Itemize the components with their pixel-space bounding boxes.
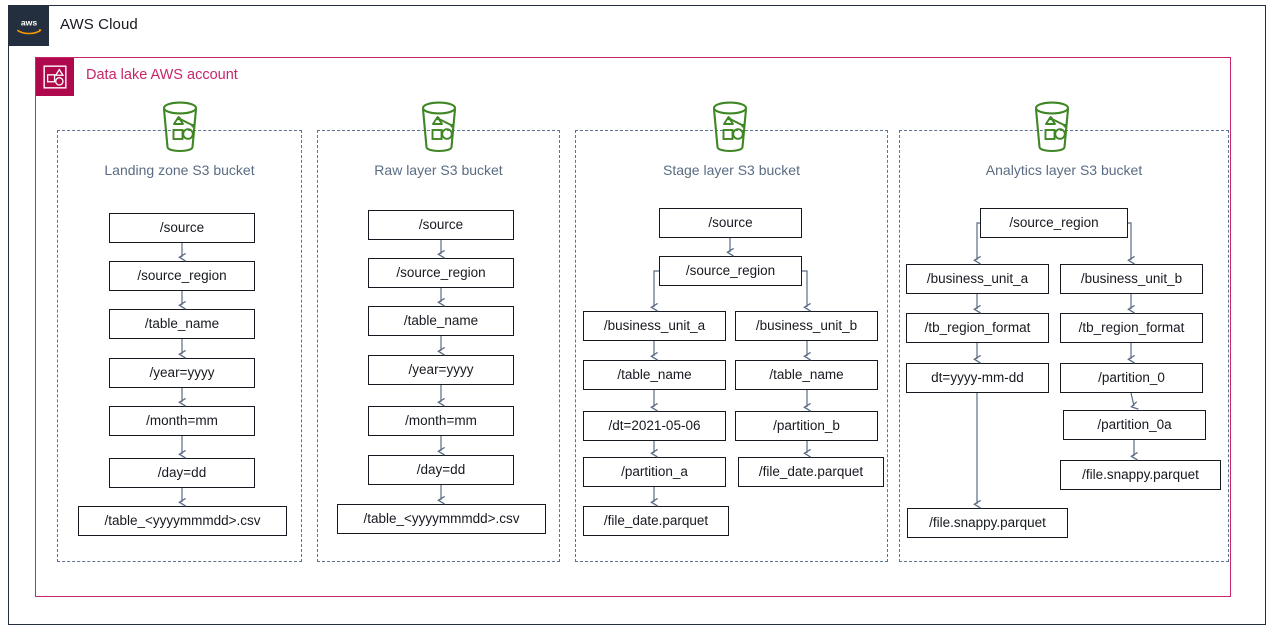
bucket-group-analytics-layer <box>899 130 1229 562</box>
node-lz-source-region: /source_region <box>109 261 255 291</box>
node-lz-year: /year=yyyy <box>109 358 255 388</box>
node-al-a-dt: dt=yyyy-mm-dd <box>906 363 1049 393</box>
bucket-group-landing-zone <box>57 130 302 562</box>
node-sl-b-table-name: /table_name <box>735 360 878 390</box>
node-al-a-tb-region-format: /tb_region_format <box>906 313 1049 343</box>
node-sl-a-file: /file_date.parquet <box>583 506 729 536</box>
node-al-b-tb-region-format: /tb_region_format <box>1060 313 1203 343</box>
s3-bucket-icon <box>1022 97 1082 153</box>
node-sl-source: /source <box>659 208 802 238</box>
data-lake-account-title: Data lake AWS account <box>86 67 238 83</box>
bucket-label-stage-layer: Stage layer S3 bucket <box>663 162 800 178</box>
node-sl-business-unit-b: /business_unit_b <box>735 311 878 341</box>
node-sl-source-region: /source_region <box>659 256 802 286</box>
s3-bucket-icon <box>700 97 760 153</box>
bucket-label-raw-layer: Raw layer S3 bucket <box>374 162 503 178</box>
node-lz-day: /day=dd <box>109 458 255 488</box>
node-rl-month: /month=mm <box>368 406 514 436</box>
node-sl-b-partition: /partition_b <box>735 411 878 441</box>
node-lz-file: /table_<yyyymmmdd>.csv <box>78 506 287 536</box>
node-rl-source-region: /source_region <box>368 258 514 288</box>
node-al-business-unit-b: /business_unit_b <box>1060 264 1203 294</box>
node-rl-file: /table_<yyyymmmdd>.csv <box>337 504 546 534</box>
node-sl-business-unit-a: /business_unit_a <box>583 311 726 341</box>
s3-bucket-icon <box>150 97 210 153</box>
node-al-business-unit-a: /business_unit_a <box>906 264 1049 294</box>
node-rl-table-name: /table_name <box>368 306 514 336</box>
node-lz-month: /month=mm <box>109 406 255 436</box>
s3-bucket-icon <box>409 97 469 153</box>
bucket-group-stage-layer <box>575 130 888 562</box>
node-lz-source: /source <box>109 213 255 243</box>
bucket-group-raw-layer <box>317 130 560 562</box>
node-al-a-file: /file.snappy.parquet <box>907 508 1068 538</box>
bucket-label-landing-zone: Landing zone S3 bucket <box>104 162 255 178</box>
node-sl-a-table-name: /table_name <box>583 360 726 390</box>
node-al-source-region: /source_region <box>980 208 1128 238</box>
node-rl-source: /source <box>368 210 514 240</box>
node-sl-a-partition: /partition_a <box>583 457 726 487</box>
aws-account-icon <box>36 58 74 96</box>
node-lz-table-name: /table_name <box>109 309 255 339</box>
svg-text:aws: aws <box>21 17 37 27</box>
node-rl-year: /year=yyyy <box>368 355 514 385</box>
bucket-label-analytics-layer: Analytics layer S3 bucket <box>985 162 1143 178</box>
node-sl-a-dt: /dt=2021-05-06 <box>583 411 726 441</box>
node-sl-b-file: /file_date.parquet <box>738 457 884 487</box>
aws-cloud-title: AWS Cloud <box>60 16 138 33</box>
node-al-b-partition-0a: /partition_0a <box>1063 410 1206 440</box>
node-al-b-file: /file.snappy.parquet <box>1060 460 1221 490</box>
node-al-b-partition-0: /partition_0 <box>1060 363 1203 393</box>
aws-logo-icon: aws <box>9 6 49 46</box>
node-rl-day: /day=dd <box>368 455 514 485</box>
